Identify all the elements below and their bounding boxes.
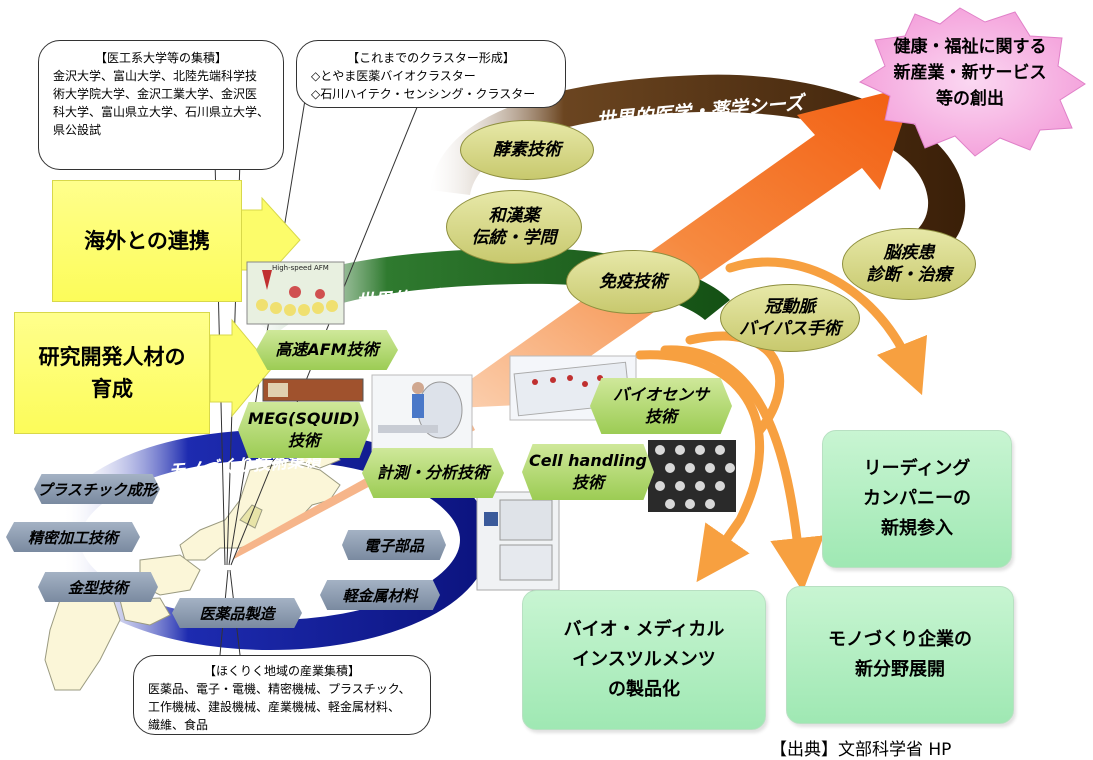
clusters-callout-line: ◇とやま医薬バイオクラスター: [311, 69, 476, 83]
result-leading-company-label: カンパニーの: [863, 488, 971, 509]
oval-kampo-label: 伝統・学問: [471, 228, 557, 248]
universities-callout-line: 術大学院大学、金沢工業大学、金沢医: [53, 87, 258, 101]
hex-meg: MEG(SQUID) 技術: [238, 402, 370, 458]
tag-plastic: プラスチック成形: [34, 474, 160, 504]
tag-precision: 精密加工技術: [6, 522, 140, 552]
clusters-callout: 【これまでのクラスター形成】 ◇とやま医薬バイオクラスター ◇石川ハイテク・セン…: [296, 40, 566, 108]
output-arrows: [635, 257, 928, 592]
hex-biosensor-label: バイオセンサ: [612, 385, 709, 404]
industry-callout-title: 【ほくりく地域の産業集積】: [203, 664, 360, 678]
tag-mold-label: 金型技術: [67, 578, 128, 597]
tag-plastic-label: プラスチック成形: [37, 480, 157, 499]
hex-measure-label: 計測・分析技術: [376, 463, 489, 482]
analyzer-machine-photo: [476, 491, 560, 591]
result-bio-medical: バイオ・メディカル インスツルメンツ の製品化: [522, 590, 766, 730]
hex-measure: 計測・分析技術: [362, 448, 504, 498]
afm-image-label: High-speed AFM: [272, 264, 329, 272]
main-growth-arrow: [455, 85, 915, 408]
industry-callout-line: 繊維、食品: [148, 718, 209, 732]
mri-scanner-photo: [371, 374, 473, 452]
result-bio-medical-label: インスツルメンツ: [572, 649, 716, 670]
tag-light-metal-label: 軽金属材料: [342, 586, 418, 605]
tag-precision-label: 精密加工技術: [27, 528, 118, 547]
starburst-line: 等の創出: [936, 89, 1004, 109]
hex-biosensor: バイオセンサ 技術: [590, 378, 732, 434]
universities-callout-title: 【医工系大学等の集積】: [94, 51, 227, 65]
hex-afm: 高速AFM技術: [256, 330, 398, 370]
new-industry-starburst: [858, 7, 1086, 157]
hex-cell-handling: Cell handling 技術: [522, 444, 654, 500]
tag-pharma: 医薬品製造: [172, 598, 302, 628]
overseas-arrow-head: [239, 196, 301, 284]
source-credit: 【出典】文部科学省 HP: [770, 740, 952, 760]
hex-meg-label: MEG(SQUID): [248, 409, 360, 428]
tag-electronic-label: 電子部品: [363, 536, 424, 555]
tag-mold: 金型技術: [38, 572, 158, 602]
oval-immune-label: 免疫技術: [599, 272, 667, 292]
oval-immune: 免疫技術: [566, 250, 700, 314]
tag-pharma-label: 医薬品製造: [199, 604, 275, 623]
overseas-collaboration-label: 海外との連携: [84, 229, 210, 253]
result-leading-company-label: 新規参入: [881, 518, 953, 539]
hex-afm-label: 高速AFM技術: [275, 340, 379, 359]
hr-development-box: 研究開発人材の 育成: [14, 312, 210, 434]
universities-callout-line: 金沢大学、富山大学、北陸先端科学技: [53, 69, 258, 83]
oval-kampo: 和漢薬 伝統・学問: [446, 190, 582, 264]
oval-coronary: 冠動脈 バイパス手術: [720, 284, 860, 352]
starburst-text: 健康・福祉に関する 新産業・新サービス 等の創出: [880, 34, 1060, 112]
meg-sensor-photo: [262, 378, 364, 402]
oval-brain-label: 脳疾患: [883, 243, 935, 263]
starburst-line: 新産業・新サービス: [893, 63, 1047, 83]
result-leading-company-label: リーディング: [863, 458, 971, 479]
oval-brain: 脳疾患 診断・治療: [842, 228, 976, 300]
cell-array-photo: [648, 440, 736, 512]
clusters-callout-line: ◇石川ハイテク・センシング・クラスター: [311, 87, 536, 101]
oval-enzyme-label: 酵素技術: [493, 140, 561, 160]
oval-coronary-label: 冠動脈: [764, 297, 816, 317]
result-bio-medical-label: バイオ・メディカル: [563, 619, 725, 640]
universities-callout: 【医工系大学等の集積】 金沢大学、富山大学、北陸先端科学技 術大学院大学、金沢工…: [38, 40, 284, 170]
result-monozukuri-expansion-label: 新分野展開: [855, 659, 945, 680]
industry-callout-line: 工作機械、建設機械、産業機械、軽金属材料、: [148, 700, 401, 714]
result-bio-medical-label: の製品化: [608, 679, 680, 700]
industry-callout-line: 医薬品、電子・電機、精密機械、プラスチック、: [148, 682, 411, 696]
hex-cell-handling-label: Cell handling: [529, 451, 647, 470]
hr-development-label-line: 研究開発人材の: [38, 345, 186, 369]
clusters-callout-title: 【これまでのクラスター形成】: [347, 51, 515, 65]
result-leading-company: リーディング カンパニーの 新規参入: [822, 430, 1012, 568]
result-monozukuri-expansion: モノづくり企業の 新分野展開: [786, 586, 1014, 724]
starburst-line: 健康・福祉に関する: [893, 37, 1047, 57]
industry-callout: 【ほくりく地域の産業集積】 医薬品、電子・電機、精密機械、プラスチック、 工作機…: [133, 655, 431, 735]
tag-electronic: 電子部品: [342, 530, 446, 560]
hex-meg-label: 技術: [287, 431, 320, 450]
hr-arrow-head: [209, 318, 273, 418]
tag-light-metal: 軽金属材料: [320, 580, 440, 610]
result-monozukuri-expansion-label: モノづくり企業の: [828, 629, 972, 650]
overseas-collaboration-box: 海外との連携: [52, 180, 242, 302]
afm-photo: [246, 261, 345, 325]
oval-enzyme: 酵素技術: [460, 120, 594, 180]
hex-cell-handling-label: 技術: [571, 473, 604, 492]
universities-callout-line: 県公設試: [53, 123, 102, 137]
hex-biosensor-label: 技術: [644, 407, 677, 426]
oval-coronary-label: バイパス手術: [739, 319, 841, 339]
universities-callout-line: 科大学、富山県立大学、石川県立大学、: [53, 105, 270, 119]
hr-development-label-line: 育成: [91, 377, 133, 401]
oval-kampo-label: 和漢薬: [488, 206, 540, 226]
oval-brain-label: 診断・治療: [866, 265, 952, 285]
